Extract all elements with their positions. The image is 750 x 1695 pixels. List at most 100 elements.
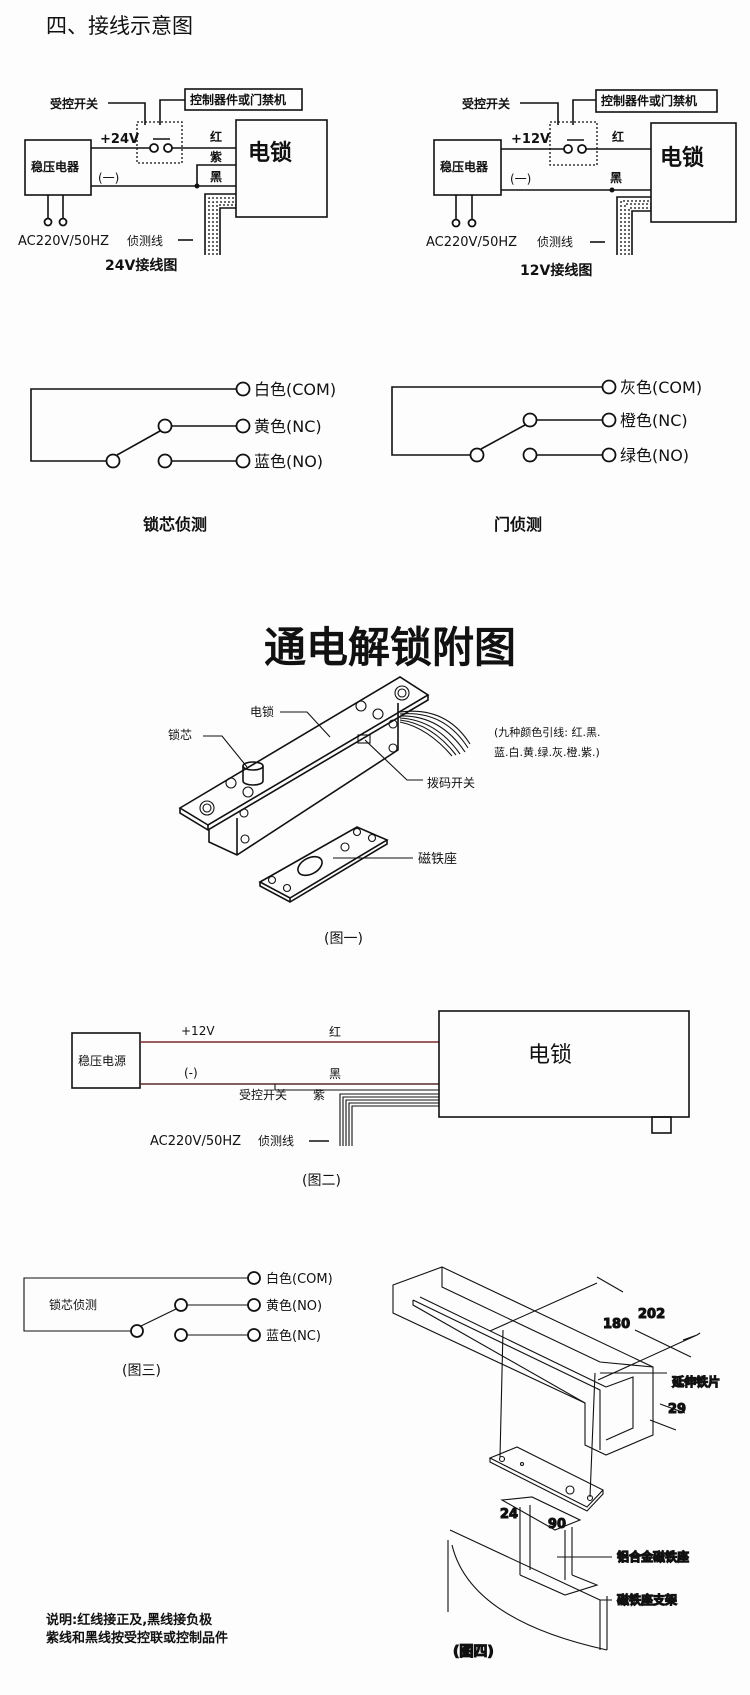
no-terminal bbox=[235, 453, 251, 469]
nc-terminal bbox=[601, 412, 617, 428]
power-supply-label: 稳压电器 bbox=[31, 159, 80, 174]
ac-terminal bbox=[43, 217, 53, 227]
ac-terminal bbox=[58, 217, 68, 227]
com-terminal bbox=[601, 379, 617, 395]
switch-dotted-box bbox=[549, 121, 598, 166]
magnet-seat bbox=[258, 826, 389, 899]
nc-contact bbox=[157, 418, 173, 434]
figure-1-lock-illustration: 电锁 锁芯 拨码开关 (九种颜色引线: 红.黑. 蓝.白.黄.绿.灰.橙.紫.)… bbox=[168, 676, 601, 947]
purple-label: 紫 bbox=[313, 1088, 325, 1102]
figure-2-wiring: 稳压电源 +12V 红 (-) 黑 受控开关 紫 电锁 AC220V/50HZ … bbox=[71, 1010, 690, 1189]
magnet-seat-label: 磁铁座 bbox=[418, 852, 457, 867]
extension-plate-label: 延伸铁片 bbox=[671, 1374, 720, 1389]
no-contact bbox=[157, 453, 173, 469]
sensor-line-label: 侦测线 bbox=[258, 1134, 294, 1148]
controller-label: 控制器件或门禁机 bbox=[190, 92, 286, 107]
wires-note-line1: (九种颜色引线: 红.黑. bbox=[494, 725, 601, 739]
sensor-cable bbox=[339, 1093, 439, 1146]
pivot-terminal bbox=[469, 447, 485, 463]
voltage-label: +12V bbox=[511, 132, 550, 147]
switch-dotted-box bbox=[136, 121, 183, 164]
black-label: 黑 bbox=[329, 1067, 341, 1081]
switch-contact bbox=[149, 143, 159, 153]
wiring-24v-diagram: 受控开关 控制器件或门禁机 稳压电器 +24V (一) 红 紫 黑 电锁 AC2… bbox=[18, 88, 328, 274]
red-label: 红 bbox=[612, 129, 624, 144]
wire-bundle bbox=[399, 710, 471, 757]
ac-leads bbox=[47, 195, 64, 219]
lock-core-detect-label: 锁芯侦测 bbox=[49, 1297, 97, 1312]
ac-input-label: AC220V/50HZ bbox=[150, 1134, 241, 1149]
ac-terminal bbox=[451, 218, 461, 228]
dim-180: 180 bbox=[603, 1317, 630, 1332]
figure-caption: (图三) bbox=[122, 1363, 161, 1379]
wiring-12v-diagram: 受控开关 控制器件或门禁机 稳压电器 +12V (一) 红 黑 电锁 AC220… bbox=[426, 89, 737, 279]
switch-contact bbox=[577, 144, 587, 154]
controlled-switch-label: 受控开关 bbox=[462, 96, 510, 111]
com-label: 白色(COM) bbox=[266, 1271, 333, 1287]
note-line-1: 说明:红线接正及,黑线接负极 bbox=[46, 1612, 213, 1628]
lock-core-cylinder bbox=[242, 761, 264, 786]
magnet-seat-label: 铝合金磁铁座 bbox=[617, 1549, 689, 1564]
sensor-cable bbox=[616, 196, 651, 255]
lock-core-label: 锁芯 bbox=[168, 727, 192, 742]
section-title: 四、接线示意图 bbox=[46, 14, 193, 38]
lock-label: 电锁 bbox=[660, 145, 704, 171]
com-label: 白色(COM) bbox=[254, 380, 336, 399]
switch-leader bbox=[108, 102, 146, 125]
sensor-cable bbox=[204, 193, 236, 255]
controller-leader bbox=[159, 99, 185, 125]
no-contact bbox=[522, 447, 538, 463]
controlled-switch-label: 受控开关 bbox=[50, 96, 98, 111]
bracket-label: 磁铁座支架 bbox=[616, 1592, 677, 1607]
wires-note-line2: 蓝.白.黄.绿.灰.橙.紫.) bbox=[494, 745, 600, 759]
door-detect-diagram: 灰色(COM) 橙色(NC) 绿色(NO) 门侦测 bbox=[391, 378, 702, 534]
negative-label: (-) bbox=[184, 1066, 198, 1080]
no-terminal bbox=[601, 447, 617, 463]
switch-contact bbox=[163, 143, 173, 153]
dip-switch bbox=[357, 734, 371, 744]
lock-label: 电锁 bbox=[248, 140, 292, 166]
ac-terminal bbox=[467, 218, 477, 228]
nc-terminal bbox=[235, 418, 251, 434]
controller-label: 控制器件或门禁机 bbox=[601, 93, 697, 108]
com-terminal bbox=[235, 381, 251, 397]
pivot-terminal bbox=[105, 453, 121, 469]
extension-plate bbox=[488, 1446, 604, 1508]
purple-label: 紫 bbox=[210, 149, 222, 164]
no-label: 黄色(NO) bbox=[266, 1298, 322, 1314]
note-line-2: 紫线和黑线按受控联或控制品件 bbox=[46, 1630, 228, 1646]
ac-leads bbox=[455, 195, 473, 220]
nc-contact bbox=[522, 412, 538, 428]
power-supply-box bbox=[71, 1032, 141, 1089]
nc-label: 蓝色(NC) bbox=[266, 1328, 321, 1344]
dim-202: 202 bbox=[638, 1307, 665, 1322]
figure-caption: (图四) bbox=[453, 1644, 494, 1660]
appendix-title: 通电解锁附图 bbox=[264, 623, 516, 672]
no-terminal bbox=[247, 1298, 261, 1312]
voltage-label: +24V bbox=[100, 132, 139, 147]
lock-body bbox=[208, 703, 399, 856]
dip-switch-label: 拨码开关 bbox=[427, 776, 475, 790]
sensor-line-label: 侦测线 bbox=[537, 235, 573, 249]
no-label: 蓝色(NO) bbox=[254, 452, 323, 471]
power-supply-label: 稳压电器 bbox=[440, 159, 489, 174]
lock-label: 电锁 bbox=[528, 1043, 572, 1068]
nc-terminal bbox=[247, 1328, 261, 1342]
com-label: 灰色(COM) bbox=[620, 378, 702, 397]
lock-label: 电锁 bbox=[250, 704, 274, 719]
figure-3-lock-core-detect: 锁芯侦测 白色(COM) 黄色(NO) 蓝色(NC) (图三) bbox=[23, 1271, 333, 1379]
nc-label: 黄色(NC) bbox=[254, 417, 322, 436]
ac-input-label: AC220V/50HZ bbox=[18, 234, 109, 249]
lock-bolt bbox=[651, 1116, 672, 1134]
black-label: 黑 bbox=[610, 171, 622, 185]
com-terminal bbox=[247, 1271, 261, 1285]
caption: 锁芯侦测 bbox=[143, 515, 207, 534]
red-label: 红 bbox=[329, 1024, 341, 1039]
magnet-seat-plate bbox=[500, 1496, 582, 1531]
figure-caption: (图二) bbox=[302, 1173, 341, 1189]
nc-label: 橙色(NC) bbox=[620, 411, 688, 430]
lock-box bbox=[438, 1010, 690, 1118]
junction-dot bbox=[609, 187, 615, 193]
